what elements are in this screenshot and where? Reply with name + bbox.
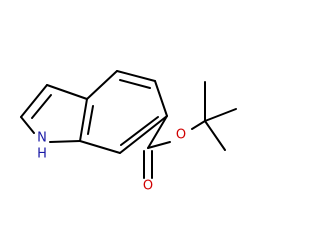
bond-c4-c5: [116, 70, 156, 82]
bond-c7a-c3a: [79, 98, 88, 142]
bond-c5-c6: [154, 80, 168, 117]
bond-tbu-methyl-right: [204, 108, 237, 122]
atom-label-carbonyl-oxygen: O: [143, 179, 153, 194]
bond-n1-c7a: [49, 140, 81, 143]
bond-c4-c5-inner: [119, 79, 151, 89]
bond-tbu-methyl-bottom: [204, 120, 226, 151]
bond-c6-c7: [119, 115, 168, 154]
bond-ester-o-tbu: [191, 120, 206, 130]
atom-label-nitrogen-hydrogen: H: [37, 147, 47, 162]
bond-c6-carbonyl-c: [147, 115, 168, 149]
bond-c3-c3a: [46, 84, 88, 100]
atom-label-nitrogen: N: [37, 131, 47, 146]
bond-c2-c3-inner: [31, 94, 52, 119]
bond-c7a-c3a-inner: [87, 105, 94, 135]
bond-c2-c3: [20, 84, 48, 118]
atom-label-ester-oxygen: O: [176, 128, 186, 143]
bond-c3a-c4: [86, 70, 118, 100]
bond-c6-c7-inner: [120, 116, 159, 146]
bond-c7-c7a: [79, 140, 121, 154]
chemical-structure-diagram: N H O O: [20, 70, 237, 194]
bond-carbonyl-c-ester-o: [147, 141, 171, 149]
structure-canvas: N H O O: [20, 70, 237, 194]
bond-c2-n1: [20, 116, 35, 134]
